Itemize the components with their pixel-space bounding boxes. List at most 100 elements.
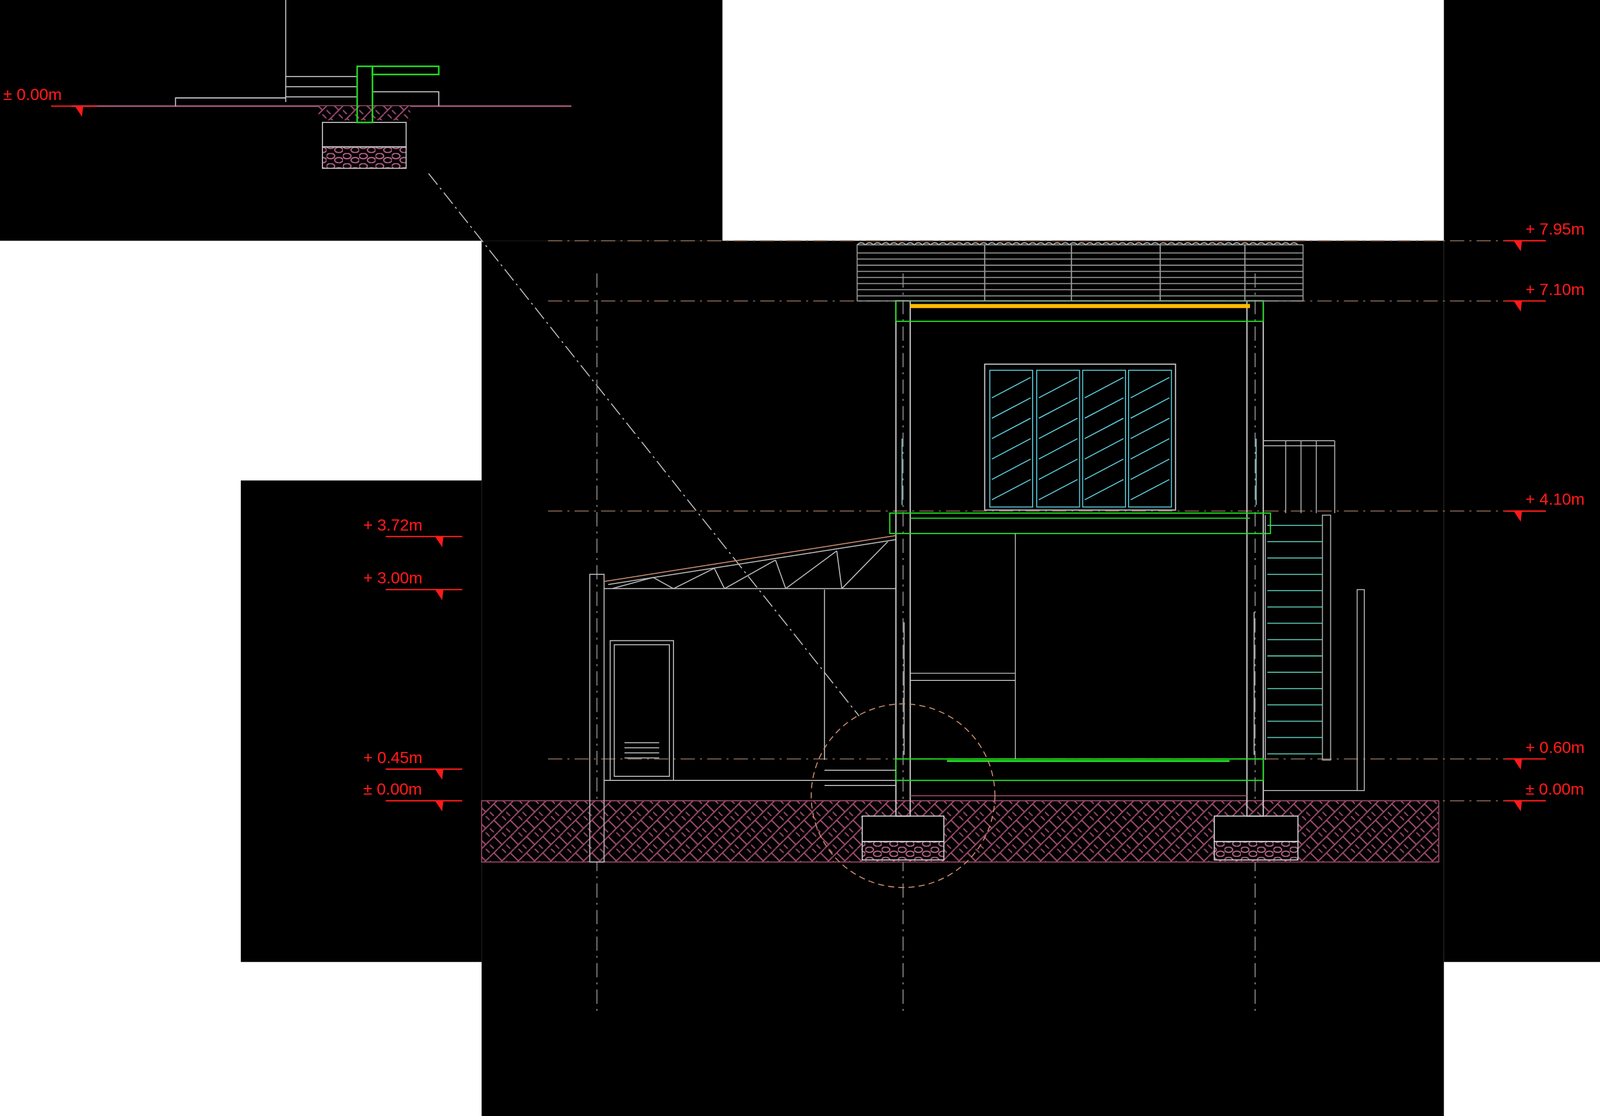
drawing-line <box>836 551 842 589</box>
drawing-line <box>1267 573 1323 575</box>
drawing-line <box>610 641 674 781</box>
drawing-line <box>357 66 373 123</box>
main-building <box>857 242 1365 817</box>
drawing-line <box>1267 655 1323 657</box>
drawing-line <box>385 536 463 538</box>
drawing-line <box>614 645 669 777</box>
drawing-line <box>1267 606 1323 608</box>
level-label: ± 0.00m <box>2 85 63 104</box>
drawing-line <box>1505 511 1546 521</box>
drawing-line <box>992 479 1031 500</box>
drawing-line <box>385 769 463 779</box>
drawing-line <box>673 568 715 589</box>
drawing-line <box>1514 301 1522 311</box>
drawing-line <box>1084 479 1124 500</box>
drawing-line <box>1084 418 1124 439</box>
drawing-line <box>841 541 888 589</box>
drawing-line <box>857 242 1299 245</box>
level-markers <box>50 106 1546 811</box>
drawing-line <box>775 560 786 589</box>
level-label: + 3.72m <box>362 516 424 534</box>
drawing-line <box>1267 639 1323 641</box>
drawing-line <box>1505 240 1546 250</box>
drawing-line <box>385 769 463 771</box>
drawing-line <box>1505 800 1546 803</box>
drawing-line <box>1128 370 1172 507</box>
drawing-line <box>1038 398 1078 419</box>
drawing-line <box>989 370 1172 507</box>
drawing-line <box>946 760 1230 763</box>
drawing-line <box>910 304 1251 309</box>
drawing-line <box>824 785 896 787</box>
drawing-line <box>603 780 896 782</box>
drawing-line <box>857 270 1304 272</box>
drawing-line <box>910 673 1016 675</box>
drawing-line <box>862 842 945 861</box>
drawing-line <box>624 757 659 759</box>
drawing-line <box>1084 398 1124 419</box>
drawing-line <box>910 517 1251 519</box>
drawing-line <box>1253 612 1255 755</box>
drawing-line <box>1505 301 1546 311</box>
drawing-line <box>1014 533 1016 760</box>
drawing-line <box>857 244 1304 302</box>
drawing-line <box>1159 244 1161 302</box>
drawing-line <box>824 770 896 772</box>
drawing-line <box>1263 790 1358 792</box>
drawing-line <box>548 240 1506 242</box>
drawing-line <box>1084 377 1124 398</box>
drawing-line <box>50 105 97 108</box>
drawing-line <box>285 96 358 98</box>
drawing-line <box>318 106 411 121</box>
level-label: + 0.45m <box>362 749 424 767</box>
drawing-line <box>603 588 896 590</box>
drawing-line <box>1267 753 1323 755</box>
drawing-line <box>596 273 598 1016</box>
drawing-line <box>1267 737 1323 739</box>
drawing-line <box>1267 541 1323 543</box>
drawing-line <box>992 438 1031 460</box>
drawing-line <box>285 86 358 88</box>
drawing-line <box>724 560 776 589</box>
level-label: + 7.95m <box>1524 220 1586 238</box>
drawing-line <box>1263 440 1335 442</box>
drawing-line <box>857 295 1304 297</box>
drawing-line <box>1505 801 1546 811</box>
drawing-line <box>1036 370 1080 507</box>
drawing-line <box>862 816 945 842</box>
drawing-line <box>285 76 358 78</box>
drawing-line <box>1246 301 1264 817</box>
level-label: + 0.60m <box>1524 739 1586 757</box>
drawing-line <box>1267 623 1323 625</box>
drawing-line <box>910 795 1247 797</box>
drawing-line <box>857 264 1304 266</box>
drawing-line <box>1300 440 1302 514</box>
drawing-line <box>435 536 443 547</box>
drawing-line <box>322 146 407 169</box>
drawing-line <box>624 743 659 759</box>
drawing-line <box>1505 510 1546 512</box>
level-label: + 3.00m <box>362 569 424 587</box>
drawing-line <box>385 800 463 803</box>
drawing-line <box>1514 759 1522 769</box>
drawing-line <box>385 801 463 811</box>
drawing-line <box>1038 418 1078 439</box>
drawing-line <box>75 106 83 116</box>
drawing-line <box>1267 688 1323 690</box>
drawing-line <box>1082 370 1126 507</box>
drawing-line <box>612 577 653 589</box>
ground <box>481 801 1439 863</box>
drawing-line <box>1514 801 1522 811</box>
drawing-line <box>1505 300 1546 302</box>
drawing-line <box>1084 459 1124 480</box>
annex <box>589 535 996 888</box>
drawing-line <box>385 589 463 599</box>
drawing-line <box>857 276 1304 278</box>
drawing-line <box>857 283 1304 285</box>
drawing-line <box>435 589 443 599</box>
drawing-line <box>857 289 1304 291</box>
level-label: ± 0.00m <box>362 780 423 798</box>
drawing-line <box>992 459 1031 480</box>
level-label: + 7.10m <box>1524 280 1586 299</box>
